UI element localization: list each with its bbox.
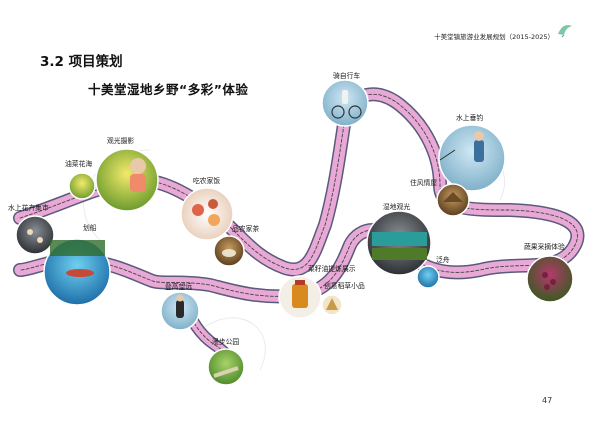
label-farmfood: 吃农家饭 bbox=[193, 176, 220, 185]
stop-cycling bbox=[321, 79, 369, 127]
label-straw: 创意稻草小品 bbox=[324, 281, 365, 290]
leaf-logo-icon bbox=[558, 24, 572, 38]
label-rapeseed: 油菜花海 bbox=[65, 159, 92, 168]
label-cycling: 骑自行车 bbox=[333, 71, 360, 80]
stop-oil bbox=[278, 275, 322, 319]
stop-fruit bbox=[526, 255, 574, 303]
stop-walk bbox=[207, 348, 245, 386]
stop-rowing bbox=[43, 238, 111, 306]
label-rowing: 划船 bbox=[83, 223, 97, 232]
stop-straw bbox=[321, 294, 343, 316]
stop-guesthouse bbox=[436, 183, 470, 217]
stop-wetland bbox=[366, 210, 432, 276]
label-wetland: 湿地观光 bbox=[383, 202, 410, 211]
label-walk: 漫步公园 bbox=[212, 337, 239, 346]
label-photo: 观光摄影 bbox=[107, 136, 134, 145]
stop-rafting bbox=[416, 265, 440, 289]
page-number: 47 bbox=[542, 396, 553, 405]
label-rafting: 泛舟 bbox=[436, 255, 450, 264]
label-flowermarket: 水上花卉集市 bbox=[8, 203, 49, 212]
page-subtitle: 十美堂湿地乡野“多彩”体验 bbox=[88, 82, 249, 97]
section-heading: 3.2 项目策划 bbox=[40, 54, 123, 70]
label-guesthouse: 住风情屋 bbox=[410, 178, 437, 187]
label-tea: 品农家茶 bbox=[232, 224, 259, 233]
label-fishing: 水上垂钓 bbox=[456, 113, 483, 122]
label-fruit: 蔬果采摘体验 bbox=[524, 242, 565, 251]
label-oil: 菜籽油提炼展示 bbox=[308, 264, 356, 273]
stop-fishing bbox=[438, 124, 506, 192]
stop-tea bbox=[213, 235, 245, 267]
document-title: 十美堂镇旅游业发展规划（2015-2025） bbox=[434, 33, 554, 41]
stop-flowermarket bbox=[15, 215, 55, 255]
label-climb: 登高望远 bbox=[165, 282, 192, 291]
stop-rapeseed bbox=[68, 172, 96, 200]
stop-photo bbox=[95, 148, 159, 212]
stop-climb bbox=[160, 291, 200, 331]
stop-farmfood bbox=[180, 187, 234, 241]
